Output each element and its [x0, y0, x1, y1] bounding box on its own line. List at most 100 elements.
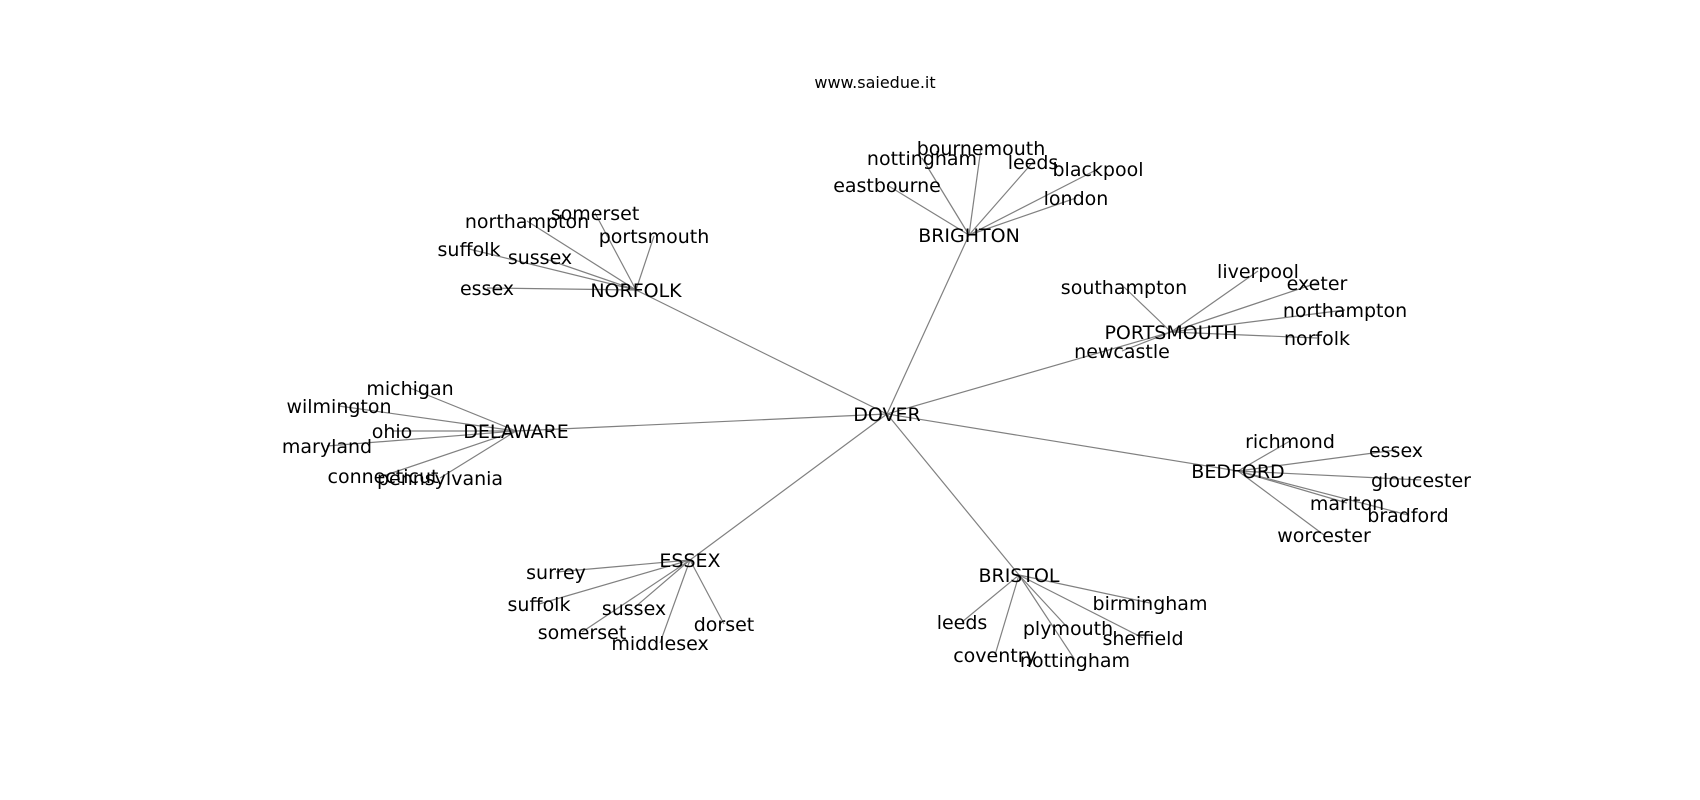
diagram-title: www.saiedue.it — [814, 73, 935, 92]
edge-bedford-to-essex — [1237, 449, 1397, 472]
leaf-node-bournemouth: bournemouth — [917, 138, 1046, 160]
edge-root-to-portsmouth — [886, 331, 1172, 415]
edge-root-to-brighton — [886, 234, 970, 415]
edge-bedford-to-gloucester — [1237, 470, 1422, 481]
edge-bedford-to-marlton — [1237, 470, 1348, 504]
edge-root-to-delaware — [515, 413, 888, 432]
edge-essex-to-surrey — [555, 559, 691, 573]
leaf-node-exeter: exeter — [1287, 273, 1348, 295]
edge-brighton-to-nottingham — [921, 157, 970, 236]
edge-layer — [326, 147, 1422, 661]
leaf-node-surrey: surrey — [526, 562, 586, 584]
leaf-node-norfolk: norfolk — [1284, 328, 1350, 350]
edge-essex-to-somerset — [581, 559, 691, 633]
edge-root-to-bristol — [886, 413, 1020, 576]
leaf-node-portsmouth: portsmouth — [599, 226, 710, 248]
hub-node-portsmouth: PORTSMOUTH — [1104, 322, 1237, 344]
edge-root-to-norfolk — [635, 289, 888, 415]
root-node-label: DOVER — [853, 404, 920, 426]
leaf-node-middlesex: middlesex — [611, 633, 708, 655]
leaf-node-birmingham: birmingham — [1093, 593, 1208, 615]
leaf-node-connecticut: connecticut — [328, 466, 439, 488]
leaf-node-gloucester: gloucester — [1371, 470, 1471, 492]
leaf-node-blackpool: blackpool — [1052, 159, 1143, 181]
leaf-node-somerset: somerset — [538, 622, 627, 644]
leaf-node-worcester: worcester — [1277, 525, 1371, 547]
leaf-node-coventry: coventry — [953, 645, 1037, 667]
leaf-node-pennsylvania: pennsylvania — [377, 468, 503, 490]
leaf-node-essex: essex — [1369, 440, 1423, 462]
leaf-node-plymouth: plymouth — [1023, 618, 1113, 640]
edge-root-to-essex — [689, 413, 888, 561]
label-layer: DOVERNORFOLKsomersetnorthamptonportsmout… — [282, 138, 1471, 672]
edge-essex-to-dorset — [689, 559, 725, 625]
edge-norfolk-to-sussex — [539, 256, 637, 291]
edge-bedford-to-worcester — [1237, 470, 1325, 536]
edge-brighton-to-bournemouth — [968, 147, 982, 236]
hub-node-essex: ESSEX — [659, 550, 720, 572]
edge-portsmouth-to-liverpool — [1170, 270, 1259, 333]
edge-delaware-to-pennsylvania — [439, 430, 517, 479]
leaf-node-suffolk: suffolk — [508, 594, 571, 616]
edge-portsmouth-to-southampton — [1123, 286, 1172, 333]
edge-bedford-to-bradford — [1237, 470, 1409, 516]
edge-norfolk-to-suffolk — [468, 248, 637, 291]
leaf-node-liverpool: liverpool — [1217, 261, 1299, 283]
leaf-node-bradford: bradford — [1367, 505, 1448, 527]
edge-brighton-to-blackpool — [968, 168, 1099, 236]
leaf-node-leeds: leeds — [1008, 152, 1059, 174]
leaf-node-somerset: somerset — [551, 203, 640, 225]
edge-essex-to-sussex — [633, 559, 691, 609]
leaf-node-marlton: marlton — [1310, 493, 1384, 515]
leaf-node-southampton: southampton — [1061, 277, 1187, 299]
leaf-node-suffolk: suffolk — [438, 239, 501, 261]
leaf-node-newcastle: newcastle — [1074, 341, 1170, 363]
leaf-node-wilmington: wilmington — [286, 396, 391, 418]
edge-portsmouth-to-norfolk — [1170, 331, 1318, 339]
edge-brighton-to-london — [968, 197, 1077, 236]
edge-root-to-bedford — [886, 413, 1239, 472]
edge-norfolk-to-portsmouth — [635, 235, 655, 291]
edge-norfolk-to-somerset — [594, 212, 637, 291]
leaf-node-ohio: ohio — [372, 421, 413, 443]
leaf-node-london: london — [1044, 188, 1109, 210]
edge-brighton-to-eastbourne — [886, 184, 970, 236]
edge-delaware-to-maryland — [326, 430, 517, 447]
edge-bristol-to-nottingham — [1018, 574, 1076, 661]
hub-node-norfolk: NORFOLK — [590, 280, 682, 302]
leaf-node-maryland: maryland — [282, 436, 372, 458]
leaf-node-michigan: michigan — [366, 378, 453, 400]
leaf-node-sheffield: sheffield — [1102, 628, 1183, 650]
edge-portsmouth-to-newcastle — [1121, 331, 1172, 352]
edge-norfolk-to-northampton — [526, 220, 637, 291]
leaf-node-nottingham: nottingham — [1020, 650, 1130, 672]
leaf-node-sussex: sussex — [602, 598, 666, 620]
edge-bristol-to-birmingham — [1018, 574, 1151, 604]
leaf-node-dorset: dorset — [694, 614, 755, 636]
leaf-node-leeds: leeds — [937, 612, 988, 634]
hub-node-bristol: BRISTOL — [978, 565, 1059, 587]
hub-node-bedford: BEDFORD — [1191, 461, 1284, 483]
leaf-node-richmond: richmond — [1245, 431, 1335, 453]
edge-portsmouth-to-northampton — [1170, 309, 1346, 333]
edge-brighton-to-leeds — [968, 161, 1034, 236]
leaf-node-northampton: northampton — [1283, 300, 1407, 322]
edge-bristol-to-plymouth — [1018, 574, 1069, 629]
edge-portsmouth-to-exeter — [1170, 282, 1318, 333]
edge-norfolk-to-essex — [486, 287, 637, 291]
leaf-node-eastbourne: eastbourne — [833, 175, 941, 197]
edge-delaware-to-connecticut — [382, 430, 517, 477]
edge-bristol-to-sheffield — [1018, 574, 1144, 639]
leaf-node-northampton: northampton — [465, 211, 589, 233]
edge-essex-to-middlesex — [659, 559, 691, 644]
leaf-node-nottingham: nottingham — [867, 148, 977, 170]
hub-node-brighton: BRIGHTON — [918, 225, 1020, 247]
edge-delaware-to-wilmington — [338, 405, 517, 432]
edge-bedford-to-richmond — [1237, 440, 1291, 472]
hub-node-delaware: DELAWARE — [463, 421, 569, 443]
edge-essex-to-suffolk — [538, 559, 691, 605]
edge-delaware-to-michigan — [409, 387, 517, 432]
edge-bristol-to-coventry — [994, 574, 1020, 656]
